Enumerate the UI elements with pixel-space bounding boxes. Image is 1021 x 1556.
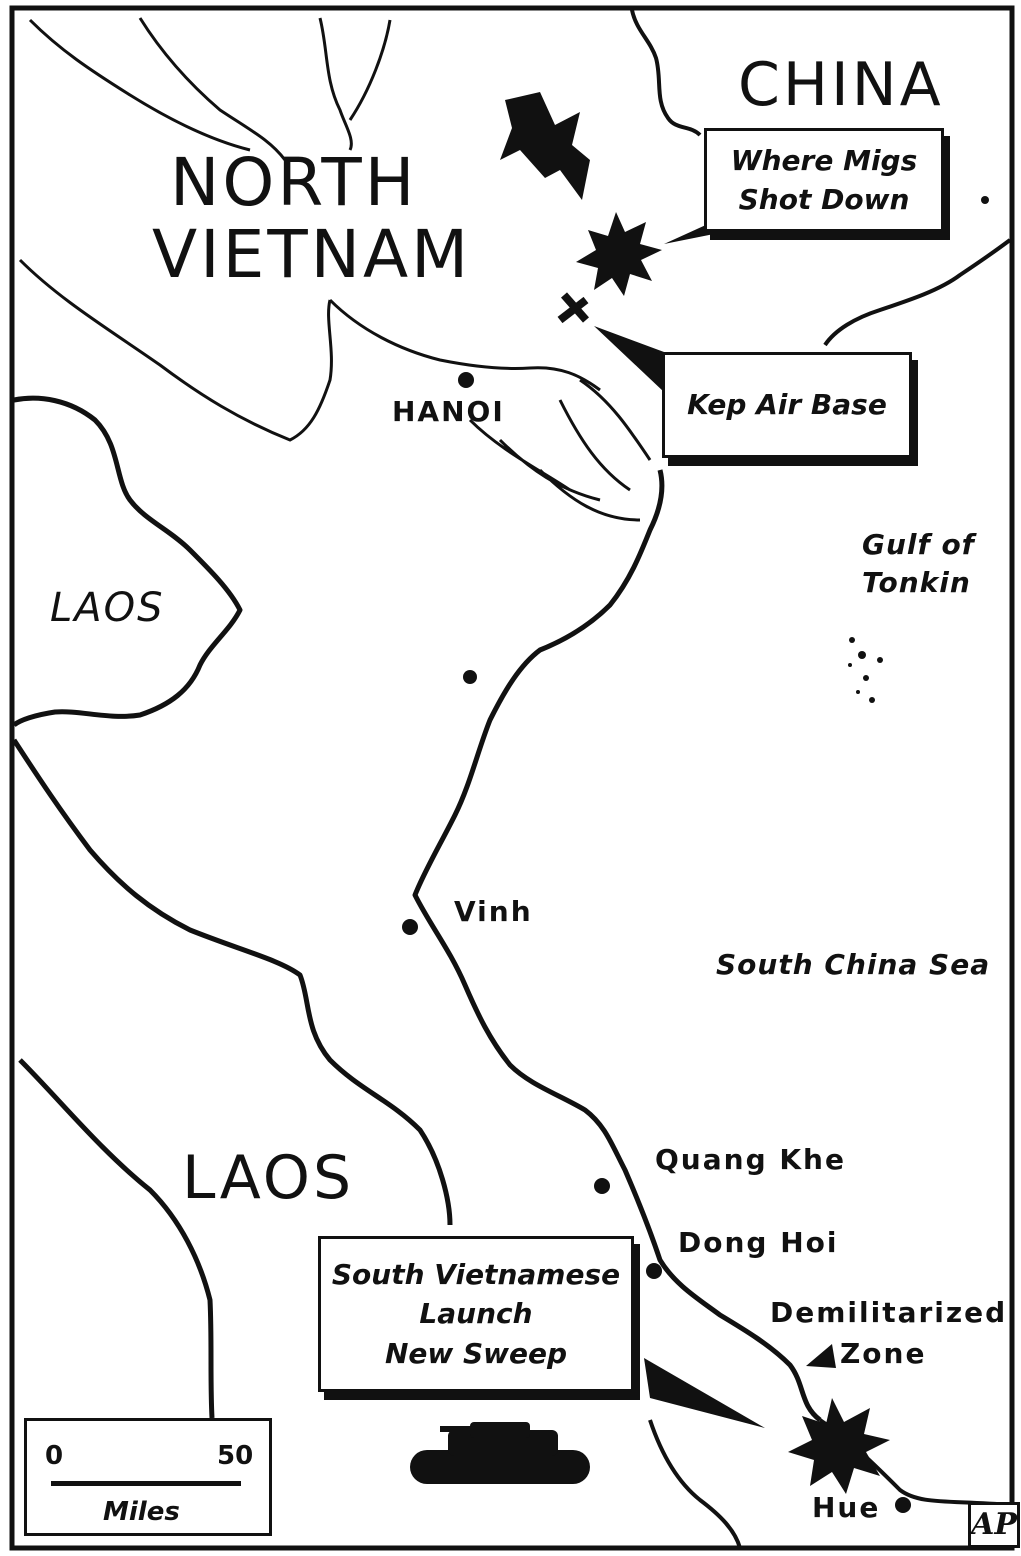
quang-khe-dot xyxy=(594,1178,610,1194)
explosion-icon xyxy=(576,212,662,296)
coastline-northeast xyxy=(823,238,1012,347)
callout-sweep-line3: New Sweep xyxy=(384,1336,568,1370)
river xyxy=(18,258,333,442)
label-gulf-2: Tonkin xyxy=(862,566,971,599)
callout-sweep: South Vietnamese Launch New Sweep xyxy=(318,1236,634,1392)
callout-migs: Where Migs Shot Down xyxy=(704,128,944,232)
laos-border-lower xyxy=(648,1419,742,1549)
tank-icon xyxy=(410,1422,590,1484)
jet-plane-icon xyxy=(500,92,590,200)
ap-credit: AP xyxy=(968,1502,1020,1548)
laos-border-south xyxy=(18,1058,215,1419)
label-hanoi: HANOI xyxy=(392,395,505,428)
dong-hoi-dot xyxy=(646,1263,662,1279)
river xyxy=(318,17,392,151)
label-gulf-1: Gulf of xyxy=(862,528,975,561)
hanoi-dot xyxy=(458,372,474,388)
river-delta xyxy=(468,378,652,522)
river xyxy=(138,17,287,161)
label-china: CHINA xyxy=(738,50,944,120)
callout-pointer xyxy=(644,1358,765,1428)
scale-line xyxy=(51,1481,241,1486)
vinh-dot xyxy=(402,919,418,935)
callout-sweep-line2: Launch xyxy=(419,1297,533,1331)
label-north-vietnam-2: VIETNAM xyxy=(152,216,472,293)
callout-pointer xyxy=(594,326,664,392)
callout-migs-line2: Shot Down xyxy=(738,183,910,216)
callout-sweep-line1: South Vietnamese xyxy=(331,1258,621,1292)
label-laos-north: LAOS xyxy=(50,585,165,631)
label-dmz-1: Demilitarized xyxy=(770,1296,1008,1329)
label-hue: Hue xyxy=(812,1491,881,1524)
river xyxy=(328,298,601,392)
scale-end: 50 xyxy=(217,1441,254,1471)
china-border xyxy=(630,9,702,137)
laos-border-central xyxy=(11,738,453,1226)
map-frame xyxy=(9,5,1015,1551)
town-dot xyxy=(463,670,477,684)
label-vinh: Vinh xyxy=(454,895,533,928)
scale-unit: Miles xyxy=(103,1497,180,1527)
scale-bar: 0 50 Miles xyxy=(24,1418,272,1536)
label-quang-khe: Quang Khe xyxy=(655,1143,846,1176)
explosion-icon xyxy=(788,1398,890,1494)
scale-start: 0 xyxy=(45,1441,64,1471)
label-dong-hoi: Dong Hoi xyxy=(678,1226,839,1259)
islands xyxy=(848,196,989,703)
label-laos-south: LAOS xyxy=(182,1143,355,1213)
hue-dot xyxy=(895,1497,911,1513)
coastline xyxy=(412,469,822,1422)
river xyxy=(28,18,251,152)
callout-pointer xyxy=(664,224,714,244)
callout-kep-text: Kep Air Base xyxy=(687,388,887,422)
label-south-china-sea: South China Sea xyxy=(716,948,991,981)
dmz-marker-icon xyxy=(806,1344,836,1368)
laos-border-north xyxy=(12,395,243,728)
callout-migs-line1: Where Migs xyxy=(730,143,918,177)
label-north-vietnam-1: NORTH xyxy=(170,144,418,221)
airfield-icon xyxy=(557,292,590,324)
label-dmz-2: Zone xyxy=(840,1337,927,1370)
callout-kep: Kep Air Base xyxy=(662,352,912,458)
